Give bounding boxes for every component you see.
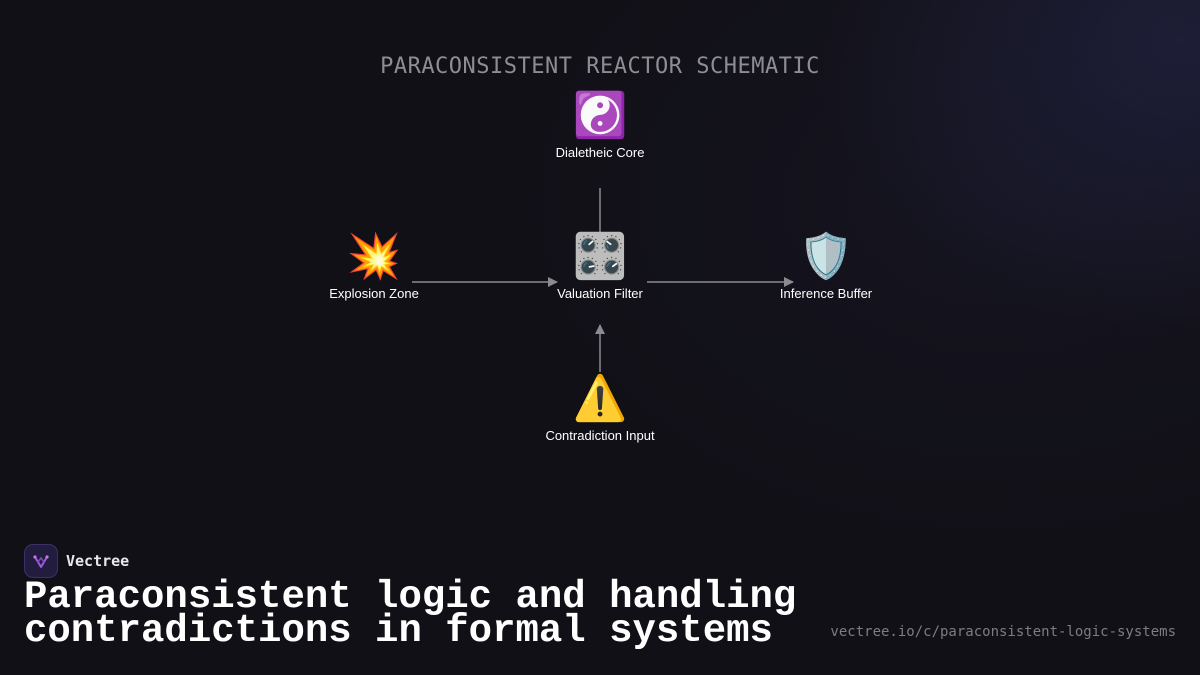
brand: Vectree [24, 544, 129, 578]
shield-icon: 🛡️ [798, 231, 854, 282]
node-contradiction-input: ⚠️ Contradiction Input [510, 372, 690, 443]
vectree-logo-icon [24, 544, 58, 578]
control-knobs-icon: 🎛️ [572, 231, 628, 282]
node-explosion-zone: 💥 Explosion Zone [284, 230, 464, 301]
collision-icon: 💥 [346, 231, 402, 282]
node-label: Explosion Zone [329, 286, 419, 301]
node-inference-buffer: 🛡️ Inference Buffer [736, 230, 916, 301]
brand-name: Vectree [66, 552, 130, 570]
node-dialetheic-core: ☯️ Dialetheic Core [510, 89, 690, 160]
node-label: Inference Buffer [779, 286, 873, 301]
node-valuation-filter: 🎛️ Valuation Filter [510, 230, 690, 301]
diagram-title: PARACONSISTENT REACTOR SCHEMATIC [380, 54, 820, 79]
headline: Paraconsistent logic and handling contra… [24, 575, 797, 653]
node-label: Dialetheic Core [555, 145, 645, 160]
footer-url: vectree.io/c/paraconsistent-logic-system… [830, 624, 1176, 640]
yin-yang-icon: ☯️ [572, 90, 628, 141]
node-label: Contradiction Input [545, 428, 655, 443]
node-label: Valuation Filter [557, 286, 643, 301]
warning-icon: ⚠️ [572, 373, 628, 424]
